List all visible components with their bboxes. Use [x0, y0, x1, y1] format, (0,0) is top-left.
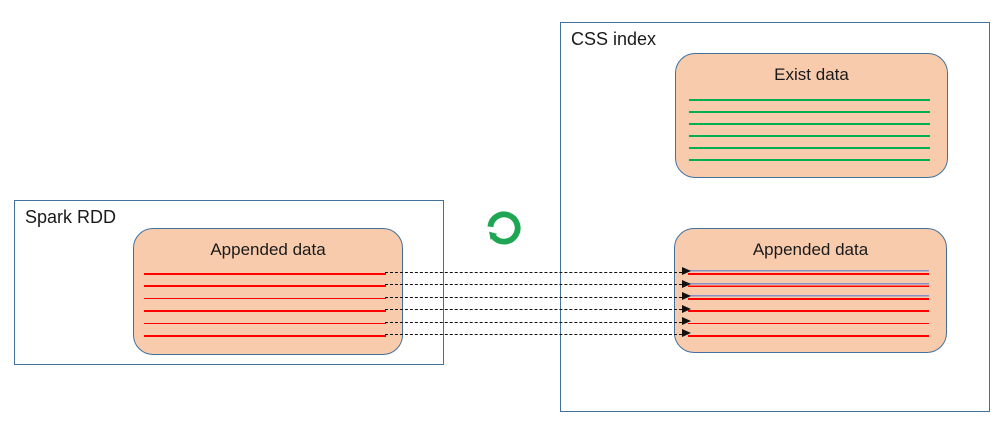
dashed-arrow-connector: [385, 279, 691, 288]
record-line: [144, 273, 386, 275]
record-line: [688, 310, 929, 312]
record-line-merged: [688, 282, 929, 288]
spark-rdd-group: Spark RDD Appended data: [14, 200, 444, 365]
spark-appended-data-box: Appended data: [133, 228, 403, 355]
css-index-label: CSS index: [571, 29, 657, 49]
css-exist-data-box: Exist data: [675, 53, 948, 178]
dashed-arrow-connector: [385, 292, 691, 301]
css-exist-data-title: Exist data: [774, 65, 849, 84]
record-line: [144, 335, 386, 337]
record-line: [689, 159, 930, 161]
record-line: [688, 335, 929, 337]
dashed-arrow-connector: [385, 316, 691, 325]
record-line: [144, 310, 386, 312]
record-line: [688, 322, 929, 325]
spark-appended-data-title: Appended data: [210, 240, 326, 259]
record-line-merged: [688, 295, 929, 300]
spark-appended-data-lines: [144, 273, 386, 339]
record-line: [689, 135, 930, 137]
css-appended-data-box: Appended data: [674, 228, 947, 353]
css-appended-data-lines: [688, 270, 929, 341]
dashed-arrow-connector: [385, 267, 691, 276]
dashed-arrow-connector: [385, 329, 691, 338]
record-line: [689, 99, 930, 101]
record-line: [144, 297, 386, 300]
css-appended-data-title: Appended data: [752, 240, 869, 259]
spark-rdd-label: Spark RDD: [25, 207, 117, 227]
css-exist-data-lines: [689, 99, 930, 163]
record-line: [144, 285, 386, 287]
record-line: [689, 147, 930, 149]
sync-icon: [487, 211, 521, 245]
dashed-arrow-connector: [385, 304, 691, 313]
record-line-merged: [688, 270, 929, 275]
record-line: [689, 123, 930, 125]
record-line: [689, 111, 930, 113]
css-index-group: CSS index Exist data Appended data: [560, 22, 990, 412]
record-line: [144, 322, 386, 325]
